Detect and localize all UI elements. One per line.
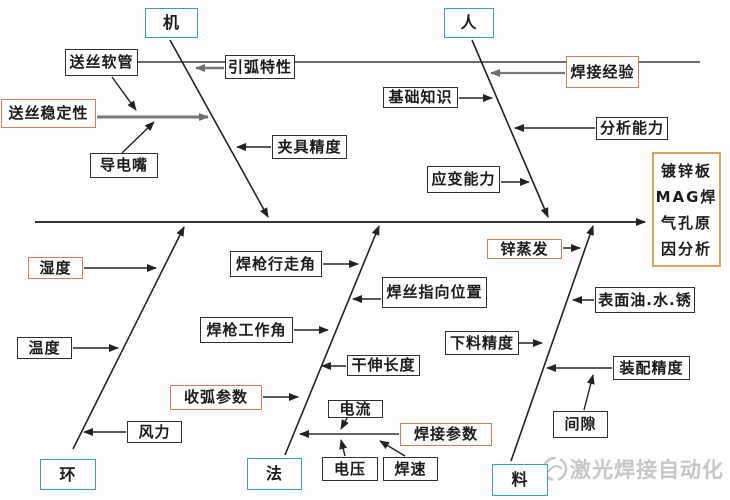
effect-box: 镀锌板 MAG焊 气孔原 因分析: [652, 152, 721, 267]
cause-box-basic-knowledge: 基础知识: [383, 87, 458, 108]
cause-box-welding-experience: 焊接经验: [566, 56, 639, 88]
cause-box-welding-speed: 焊速: [383, 457, 438, 481]
cause-box-wire-pointing-position: 焊丝指向位置: [382, 277, 487, 308]
category-box-person: 人: [444, 8, 494, 38]
cause-box-contact-tip: 导电嘴: [90, 153, 158, 178]
cause-box-humidity: 湿度: [28, 257, 83, 279]
method-branch-lines: [263, 225, 406, 457]
watermark-text: 激光焊接自动化: [570, 458, 724, 482]
person-branch-lines: [459, 39, 595, 218]
category-box-method: 法: [247, 458, 302, 490]
effect-line: 镀锌板: [660, 161, 712, 180]
cause-box-zinc-evaporation: 锌蒸发: [487, 239, 562, 259]
material-branch-lines: [510, 225, 612, 462]
category-box-environment: 环: [40, 459, 96, 490]
cause-box-wire-feed-stability: 送丝稳定性: [1, 99, 96, 128]
cause-box-torch-work-angle: 焊枪工作角: [200, 317, 293, 343]
effect-line: 因分析: [660, 239, 712, 258]
watermark-logo-icon: [542, 456, 568, 482]
machine-branch-lines: [97, 39, 271, 218]
watermark: 激光焊接自动化: [540, 449, 725, 489]
cause-box-stickout-length: 干伸长度: [347, 355, 420, 376]
cause-box-fixture-precision: 夹具精度: [272, 135, 347, 159]
category-box-material: 料: [492, 464, 548, 496]
cause-box-arc-end-parameters: 收弧参数: [170, 385, 262, 410]
cause-box-assembly-precision: 装配精度: [613, 356, 690, 380]
effect-line: MAG焊: [655, 187, 718, 206]
cause-box-adaptability: 应变能力: [427, 166, 500, 193]
cause-box-welding-parameters: 焊接参数: [400, 423, 492, 446]
category-box-machine: 机: [145, 8, 198, 38]
cause-box-voltage: 电压: [322, 457, 378, 481]
cause-box-current: 电流: [328, 400, 383, 418]
cause-box-arc-start-characteristics: 引弧特性: [225, 55, 295, 79]
cause-box-blanking-precision: 下料精度: [445, 331, 519, 355]
cause-box-torch-travel-angle: 焊枪行走角: [230, 251, 322, 277]
cause-box-analysis-ability: 分析能力: [596, 117, 668, 140]
environment-branch-lines: [72, 226, 185, 450]
cause-box-wind-force: 风力: [127, 421, 182, 443]
effect-line: 气孔原: [660, 213, 712, 232]
cause-box-wire-liner: 送丝软管: [65, 49, 138, 76]
cause-box-gap: 间隙: [553, 411, 608, 438]
cause-box-surface-oil-water-rust: 表面油.水.锈: [595, 287, 695, 313]
cause-box-temperature: 温度: [17, 337, 72, 359]
